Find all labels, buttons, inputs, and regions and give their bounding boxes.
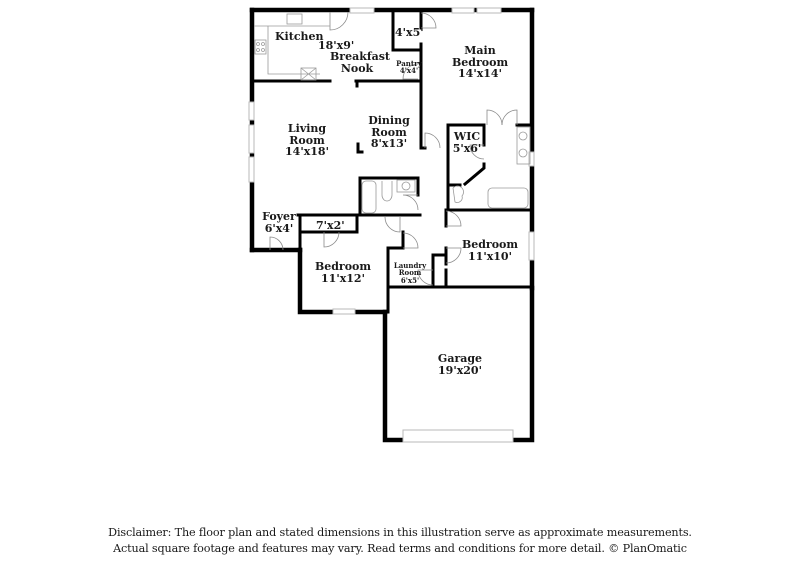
room-name: Nook xyxy=(340,61,374,75)
room-dimensions: 4'x5' xyxy=(395,26,424,39)
room-label-foyer: Foyer 6'x4' xyxy=(260,211,298,234)
room-name: Main xyxy=(464,44,496,57)
room-dimensions: 8'x13' xyxy=(370,137,408,151)
room-dimensions: 5'x6' xyxy=(452,141,482,155)
fixtures xyxy=(254,13,531,214)
room-name: Breakfast xyxy=(330,50,390,63)
room-name: Bedroom xyxy=(461,238,519,251)
room-name: Kitchen xyxy=(275,30,324,43)
room-label-kitchen: Kitchen xyxy=(275,31,324,43)
disclaimer: Disclaimer: The floor plan and stated di… xyxy=(0,525,800,557)
room-label-main-bedroom: Main Bedroom 14'x14' xyxy=(452,45,508,80)
room-name: Bedroom xyxy=(314,260,372,273)
room-dimensions: 14'x14' xyxy=(458,67,502,81)
room-dimensions: 11'x10' xyxy=(468,249,512,263)
room-label-bedroom-3: Bedroom 11'x10' xyxy=(461,239,519,262)
room-name: Pantry xyxy=(396,59,422,68)
room-dimensions: 4'x4' xyxy=(399,66,419,76)
room-name: Room xyxy=(289,133,325,147)
disclaimer-line-2: Actual square footage and features may v… xyxy=(113,542,687,555)
room-name: Room xyxy=(398,268,422,278)
room-label-breakfast-nook: Breakfast Nook xyxy=(330,50,390,75)
room-name: Garage xyxy=(437,352,483,365)
room-name: Foyer xyxy=(262,210,296,223)
room-label-pantry: Pantry 4'x4' xyxy=(395,60,423,75)
room-dimensions: 18'x9' xyxy=(318,39,355,52)
room-name: Laundry xyxy=(393,261,427,270)
disclaimer-line-1: Disclaimer: The floor plan and stated di… xyxy=(108,526,692,539)
room-dimensions: 7'x2' xyxy=(316,219,345,232)
room-name: Bedroom xyxy=(452,55,509,69)
room-label-dining-room: Dining Room 8'x13' xyxy=(364,115,414,150)
room-dimensions: 11'x12' xyxy=(321,271,365,285)
room-label-closet-7x2: 7'x2' xyxy=(316,220,345,232)
room-label-laundry-room: Laundry Room 6'x5' xyxy=(389,262,431,284)
windows xyxy=(248,7,535,443)
room-label-closet-4x5: 4'x5' xyxy=(395,27,424,39)
room-dimensions: 6'x4' xyxy=(264,221,294,235)
room-name: WIC xyxy=(453,130,481,143)
doors xyxy=(269,11,518,286)
room-label-bedroom-2: Bedroom 11'x12' xyxy=(314,261,372,284)
room-dimensions: 14'x18' xyxy=(285,145,329,159)
room-name: Living xyxy=(287,122,327,135)
room-label-wic: WIC 5'x6' xyxy=(452,131,482,154)
room-name: Room xyxy=(371,125,407,139)
room-label-living-room: Living Room 14'x18' xyxy=(281,123,333,158)
interior-walls xyxy=(252,10,534,314)
room-label-garage: Garage 19'x20' xyxy=(432,353,488,376)
room-dimensions: 6'x5' xyxy=(400,275,420,285)
room-dimensions: 19'x20' xyxy=(438,363,482,377)
room-name: Dining xyxy=(368,114,410,127)
room-label-kitchen-dimensions: 18'x9' xyxy=(318,40,354,52)
